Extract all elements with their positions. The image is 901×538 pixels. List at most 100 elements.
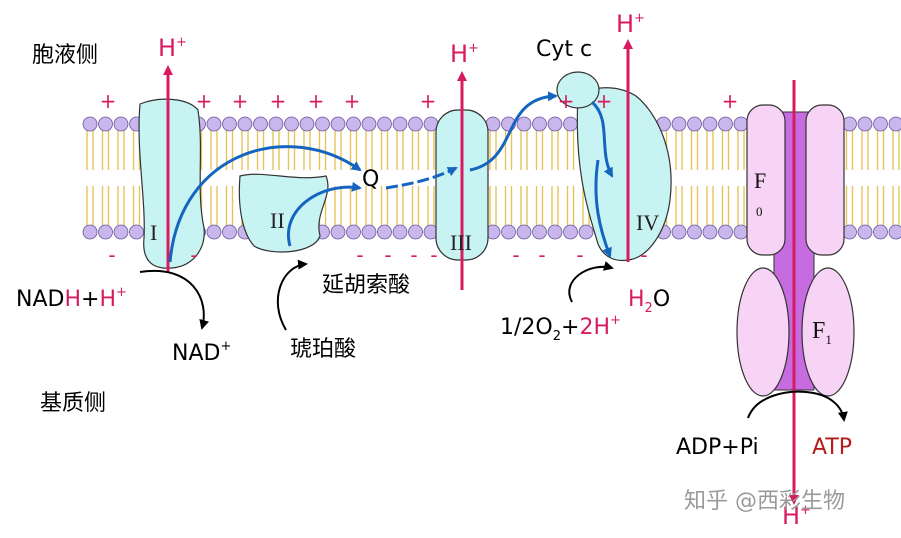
complex-ii-shape [238, 173, 329, 253]
succinate-label: 琥珀酸 [290, 337, 356, 362]
complex-ii-label: II [270, 208, 285, 233]
lipid-head [563, 224, 578, 240]
lipid-head [501, 224, 516, 240]
lipid-head [98, 116, 113, 132]
electron-path-iv-to-water [594, 159, 612, 258]
lipid-head [377, 224, 392, 240]
lipid-head [392, 116, 408, 132]
lipid-head [532, 116, 547, 132]
lipid-head [532, 224, 547, 240]
lipid-head [733, 116, 749, 132]
atp-synthase [736, 104, 855, 397]
negative-charge-sign: - [108, 243, 115, 267]
negative-charge-sign: - [384, 243, 391, 267]
positive-charge-sign: + [344, 89, 361, 113]
negative-charge-sign: - [410, 243, 417, 267]
lipid-head [377, 116, 392, 132]
lipid-head [129, 224, 144, 240]
positive-charge-sign: + [596, 89, 613, 113]
lipid-head [563, 116, 578, 132]
lipid-head [516, 224, 532, 240]
water-label: H2O [628, 287, 670, 316]
reaction-arrow-adp [747, 390, 848, 422]
lipid-head [888, 116, 901, 132]
positive-charge-sign: + [232, 89, 249, 113]
f0-right-subunit [805, 104, 845, 256]
negative-charge-sign: - [512, 243, 519, 267]
fumarate-label: 延胡索酸 [322, 273, 410, 298]
lipid-head [206, 116, 222, 132]
lipid-head [671, 116, 687, 132]
lipid-head [733, 224, 749, 240]
negative-charge-sign: - [190, 243, 197, 267]
lipid-head [671, 224, 687, 240]
negative-charge-sign: - [538, 243, 545, 267]
reaction-arrow-succinate [276, 259, 308, 331]
lipid-head [346, 116, 361, 132]
watermark-text: 知乎 @西彩生物 [684, 489, 845, 514]
lipid-head [330, 224, 346, 240]
lipid-head [873, 224, 888, 240]
lipid-head [330, 116, 346, 132]
complex-iii-label: III [450, 230, 472, 255]
electron-path-q-to-iii [385, 166, 458, 190]
lipid-head [222, 224, 237, 240]
positive-charge-sign: + [420, 89, 437, 113]
complex-i-label: I [150, 220, 157, 245]
lipid-head [857, 224, 873, 240]
positive-charge-sign: + [100, 89, 117, 113]
lipid-head [702, 116, 718, 132]
lipid-head [888, 224, 901, 240]
lipid-head [392, 224, 408, 240]
proton-label-complex-iv: H+ [616, 10, 645, 38]
proton-label-complex-i: H+ [158, 34, 187, 62]
cytochrome-c [556, 71, 600, 109]
lipid-head [408, 116, 423, 132]
negative-charge-sign: - [576, 243, 583, 267]
atp-label: ATP [812, 435, 852, 460]
lipid-head [222, 116, 237, 132]
adp-pi-label: ADP+Pi [676, 435, 759, 460]
lipid-head [98, 224, 113, 240]
lipid-head [268, 116, 284, 132]
nadh-label: NADH+H+ [16, 285, 127, 312]
proton-label-matrix: H+ [782, 502, 811, 530]
positive-charge-sign: + [558, 89, 575, 113]
f1-left-subunit [736, 267, 790, 397]
electron-path-iii-to-cytc [469, 91, 558, 172]
lipid-head [408, 224, 423, 240]
lipid-head [82, 224, 98, 240]
lipid-head [547, 224, 563, 240]
f1-right-subunit [801, 267, 855, 397]
lipid-head [206, 224, 222, 240]
lipid-head [687, 224, 702, 240]
reaction-arrow-oxygen [568, 261, 614, 303]
electron-path-i-to-q [168, 145, 362, 263]
lipid-head [113, 116, 129, 132]
lipid-head [284, 116, 299, 132]
lipid-head [857, 116, 873, 132]
nad-plus-label: NAD+ [172, 339, 231, 366]
lipid-head [718, 224, 733, 240]
complex-i-shape [138, 98, 205, 269]
positive-charge-sign: + [270, 89, 287, 113]
complex-iv-label: IV [636, 210, 659, 235]
positive-charge-sign: + [308, 89, 325, 113]
membrane-charge-signs: ++++++++++---------- [100, 89, 739, 267]
lipid-head [82, 116, 98, 132]
lipid-head [687, 116, 702, 132]
lipid-head [361, 224, 377, 240]
matrix-side-label: 基质侧 [40, 391, 106, 416]
lipid-head [315, 116, 330, 132]
lipid-head [578, 224, 594, 240]
lipid-head [253, 116, 268, 132]
f1-label: F1 [812, 318, 832, 347]
negative-charge-sign: - [430, 243, 437, 267]
electron-path-cytc-to-iv [590, 100, 614, 178]
reaction-arrow-nadh [139, 269, 209, 330]
positive-charge-sign: + [196, 89, 213, 113]
electron-path-ii-to-q [287, 181, 362, 247]
lipid-head [346, 224, 361, 240]
lipid-head [237, 116, 253, 132]
